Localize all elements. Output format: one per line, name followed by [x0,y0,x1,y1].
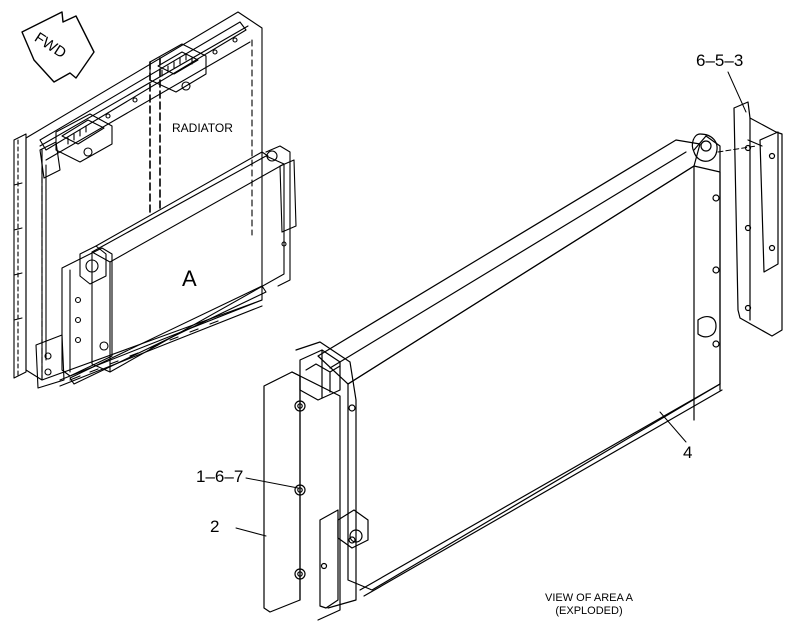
area-a-label: A [182,266,197,291]
caption-line-1: VIEW OF AREA A [544,592,634,604]
cooler-core-part-4 [295,133,723,609]
radiator-assembly [13,11,263,389]
callout-2: 2 [210,517,220,536]
leader-4 [659,411,687,443]
leader-2 [235,527,267,537]
leader-6-5-3 [727,71,747,113]
leader-1-6-7 [245,477,299,489]
leader-dashed-attach [717,145,757,153]
callout-6-5-3: 6–5–3 [696,51,744,70]
forward-arrow-icon [21,11,95,83]
callout-4: 4 [683,443,693,462]
leader-lines [235,71,757,537]
view-caption: VIEW OF AREA A (EXPLODED) [533,592,645,617]
radiator-label: RADIATOR [172,121,233,135]
bracket-part-6-5-3 [733,101,783,337]
callout-1-6-7: 1–6–7 [196,467,244,486]
caption-line-2: (EXPLODED) [555,604,623,617]
bracket-plate-part-2 [263,371,341,621]
oil-cooler-area-a [61,145,297,385]
